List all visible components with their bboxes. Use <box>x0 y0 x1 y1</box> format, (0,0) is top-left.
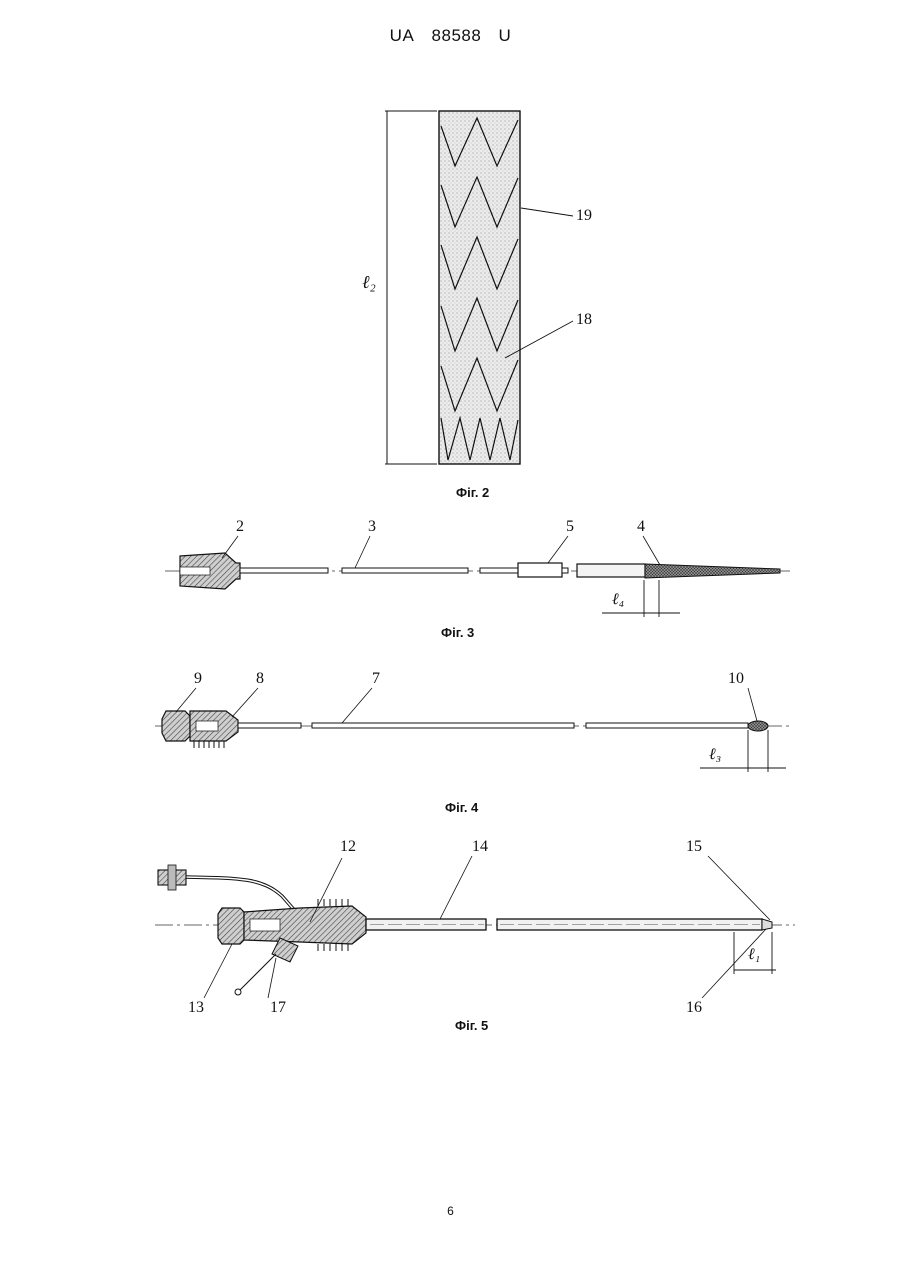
sleeve-5 <box>518 563 562 577</box>
fig3-catheter <box>165 536 790 617</box>
caption-fig5: Фіг. 5 <box>455 1018 488 1033</box>
label-8: 8 <box>256 670 264 688</box>
label-19: 19 <box>576 207 592 225</box>
label-10: 10 <box>728 670 744 688</box>
caption-fig2: Фіг. 2 <box>456 485 489 500</box>
label-13: 13 <box>188 999 204 1017</box>
label-7: 7 <box>372 670 380 688</box>
pull-ring-17 <box>235 989 241 995</box>
cap-9 <box>162 711 190 741</box>
tip-4 <box>645 564 780 578</box>
caption-fig3: Фіг. 3 <box>441 625 474 640</box>
label-l2: ℓ₂ <box>362 272 376 293</box>
rod-7 <box>312 723 574 728</box>
label-16: 16 <box>686 999 702 1017</box>
label-14: 14 <box>472 838 488 856</box>
label-17: 17 <box>270 999 286 1017</box>
caption-fig4: Фіг. 4 <box>445 800 478 815</box>
label-12: 12 <box>340 838 356 856</box>
fig5-introducer <box>155 856 795 998</box>
label-18: 18 <box>576 311 592 329</box>
shaft-3 <box>342 568 468 573</box>
label-l4: ℓ₄ <box>612 591 624 609</box>
label-5: 5 <box>566 518 574 536</box>
fig2-stent-graft <box>385 111 573 464</box>
label-4: 4 <box>637 518 645 536</box>
label-3: 3 <box>368 518 376 536</box>
fig4-pusher <box>155 688 790 772</box>
leader-19 <box>521 208 573 216</box>
label-15: 15 <box>686 838 702 856</box>
cap-13 <box>218 908 244 944</box>
page-number: 6 <box>0 1204 901 1218</box>
label-l3: ℓ₃ <box>709 746 721 764</box>
tip-15 <box>762 919 772 930</box>
label-9: 9 <box>194 670 202 688</box>
label-l1: ℓ₁ <box>748 946 760 964</box>
olive-10 <box>748 721 768 731</box>
graft-body <box>439 111 520 464</box>
label-2: 2 <box>236 518 244 536</box>
